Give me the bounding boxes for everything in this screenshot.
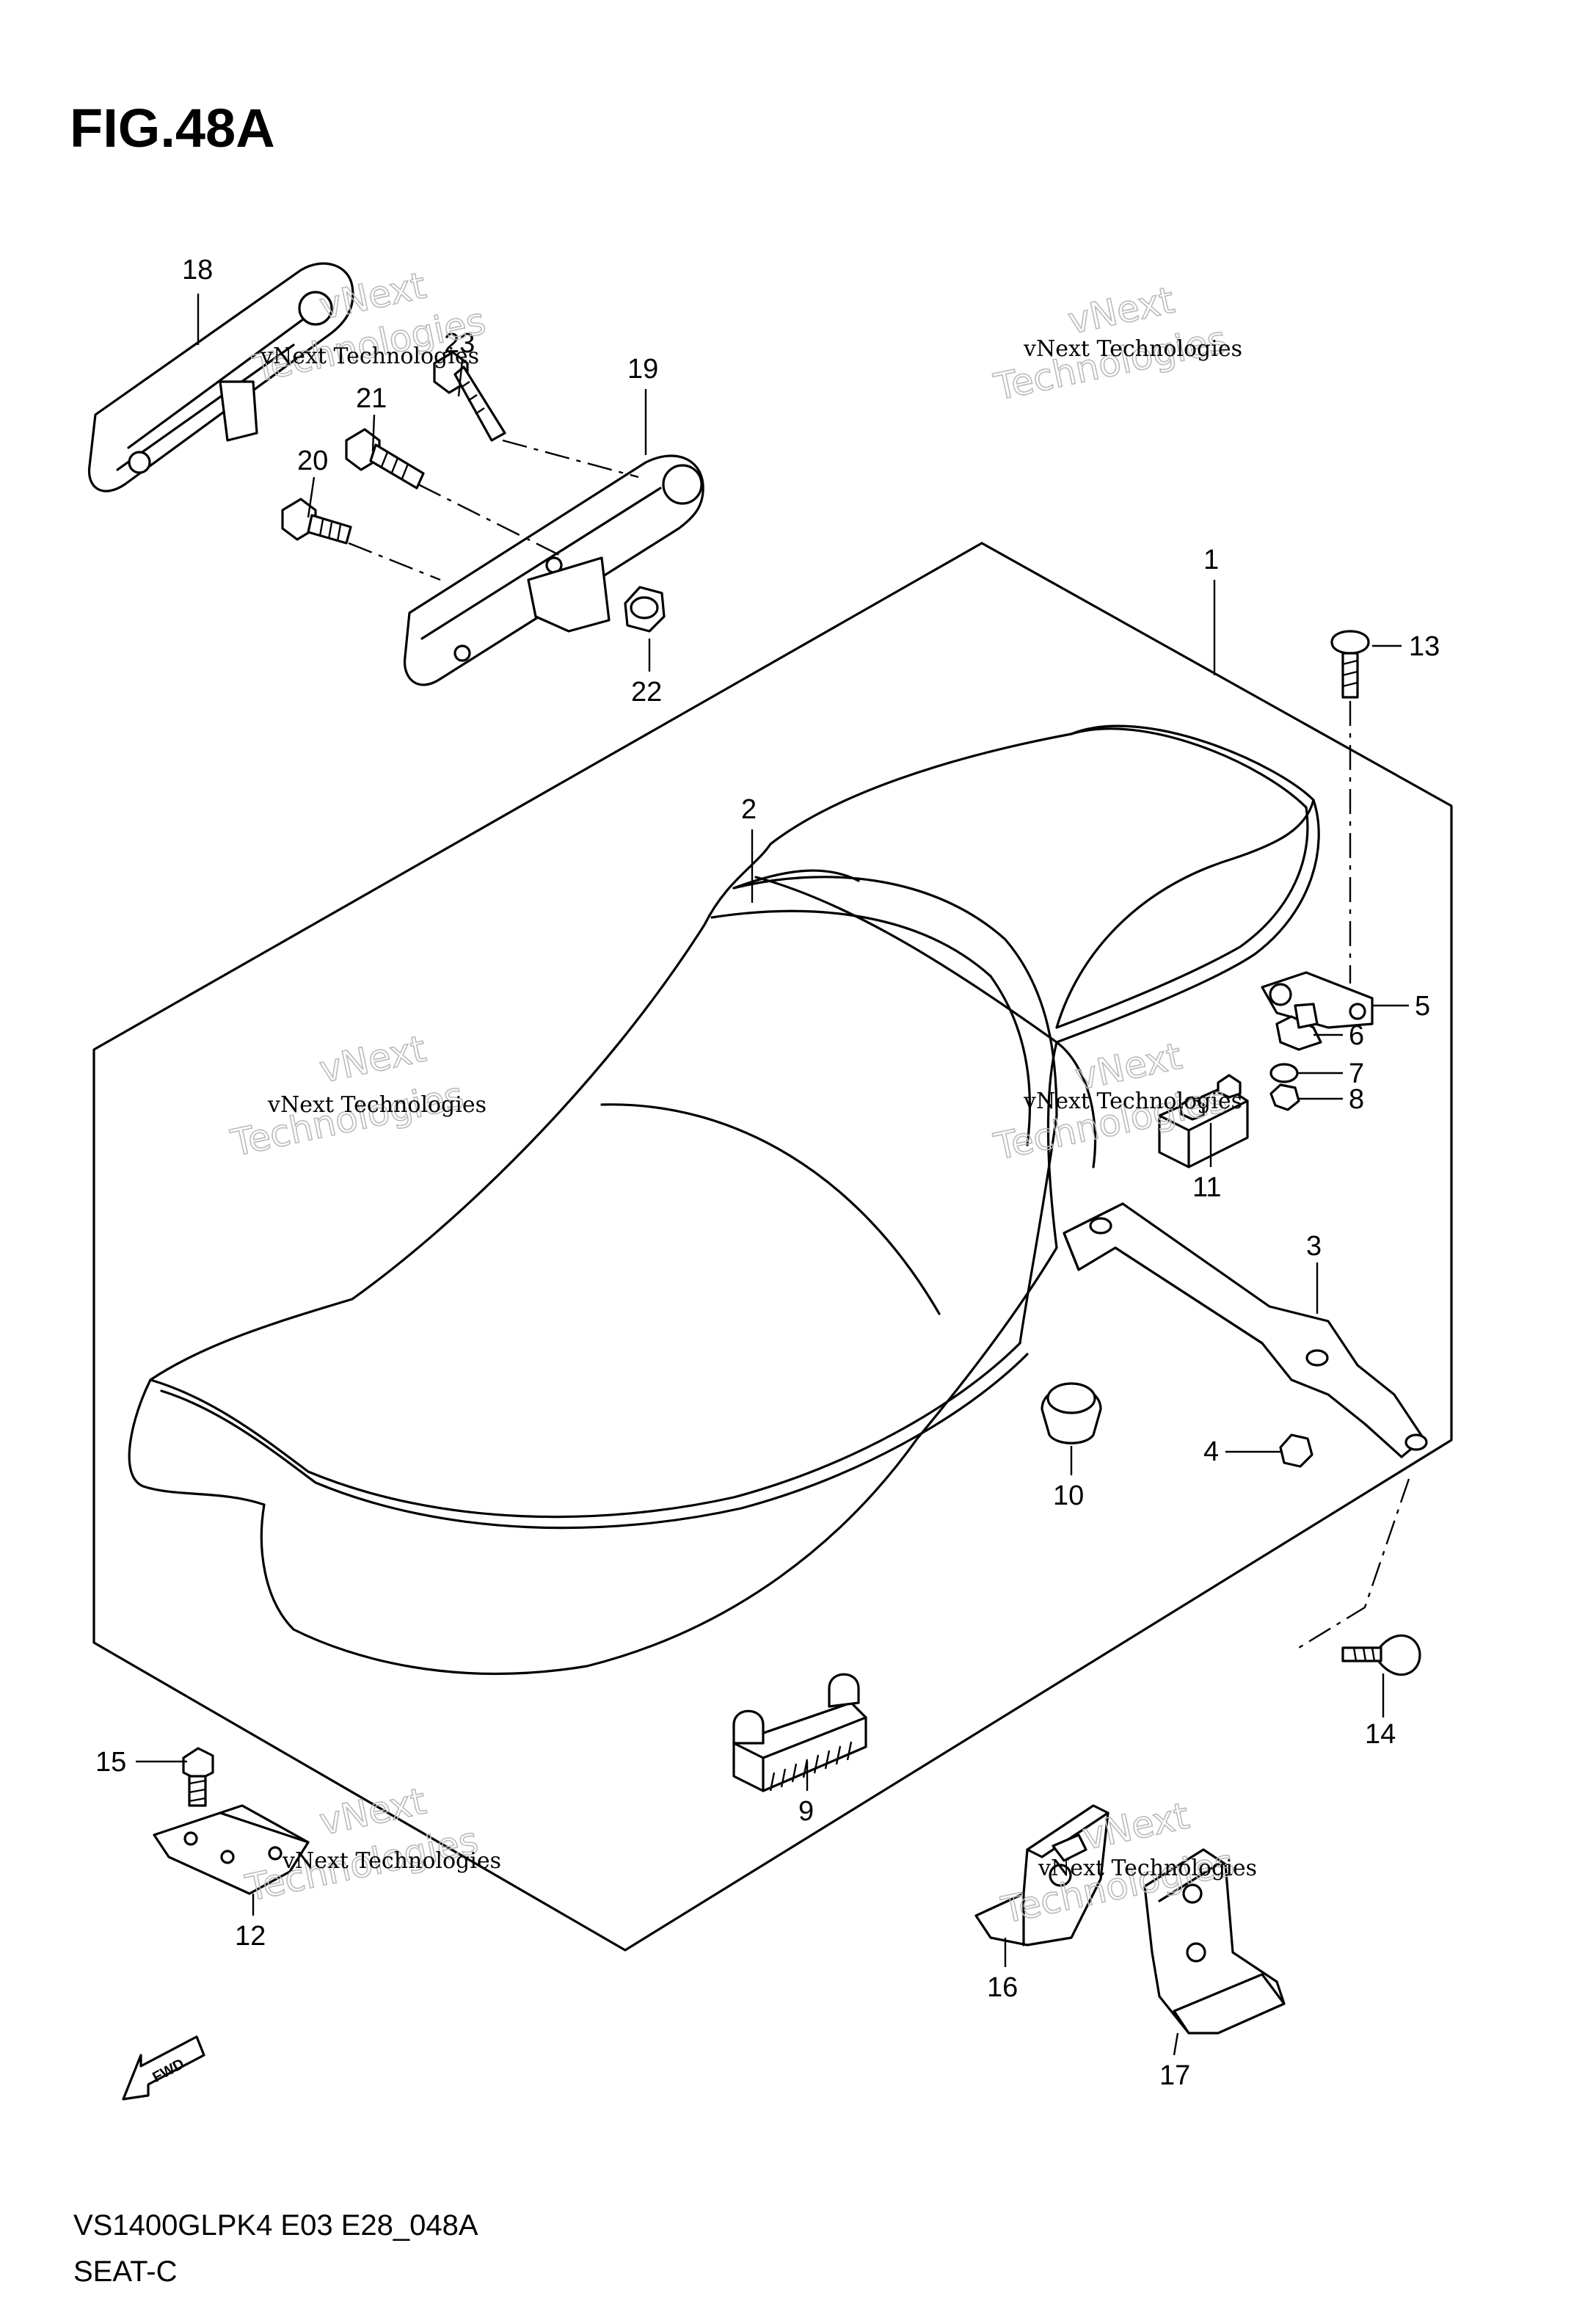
watermark-3: vNext Technologies vNext Technologies <box>227 1027 487 1166</box>
bolt-21 <box>345 428 425 490</box>
svg-text:vNext: vNext <box>316 1028 429 1091</box>
callout-6: 6 <box>1349 1020 1364 1051</box>
cushion-11 <box>1158 1074 1249 1168</box>
callout-11: 11 <box>1192 1172 1221 1203</box>
nut-4 <box>1279 1433 1313 1468</box>
bracket-16 <box>974 1804 1109 1946</box>
grab-bar-19 <box>403 454 704 686</box>
watermark-2: vNext Technologies vNext Technologies <box>990 278 1242 410</box>
callout-15: 15 <box>95 1747 126 1778</box>
pad-9 <box>732 1673 867 1792</box>
plate-12 <box>153 1804 310 1895</box>
nut-22 <box>624 586 666 633</box>
clip-5 <box>1261 971 1374 1029</box>
callout-3: 3 <box>1306 1231 1322 1262</box>
callout-13: 13 <box>1409 631 1440 662</box>
bracket-3 <box>1063 1202 1428 1458</box>
svg-text:vNext: vNext <box>1079 1795 1192 1858</box>
svg-text:vNext Technologies: vNext Technologies <box>1023 1088 1242 1114</box>
model-code: VS1400GLPK4 E03 E28_048A <box>73 2209 478 2242</box>
callout-9: 9 <box>798 1796 814 1827</box>
callout-2: 2 <box>741 794 757 825</box>
svg-text:vNext Technologies: vNext Technologies <box>267 1092 487 1118</box>
seat-assembly <box>128 724 1320 1676</box>
callout-14: 14 <box>1365 1719 1396 1750</box>
leader-lines <box>136 294 1409 2056</box>
callout-10: 10 <box>1053 1480 1084 1511</box>
screw-13 <box>1330 630 1370 984</box>
bracket-17 <box>1143 1848 1286 2035</box>
guide-line-20 <box>348 542 441 581</box>
callout-22: 22 <box>631 677 662 708</box>
callout-8: 8 <box>1349 1084 1364 1115</box>
guide-line-21 <box>418 483 566 559</box>
callout-5: 5 <box>1415 991 1430 1022</box>
bolt-15 <box>182 1747 214 1807</box>
callout-7: 7 <box>1349 1058 1364 1089</box>
clip-6 <box>1275 1003 1322 1051</box>
svg-text:vNext Technologies: vNext Technologies <box>1023 336 1242 362</box>
fwd-arrow-icon: FWD <box>122 2035 205 2101</box>
callout-1: 1 <box>1203 545 1219 575</box>
figure-title: FIG.48A <box>70 98 275 159</box>
callout-23: 23 <box>444 328 475 359</box>
svg-text:vNext Technologies: vNext Technologies <box>260 343 479 369</box>
grommet-10 <box>1041 1382 1102 1444</box>
grab-bar-18 <box>87 262 354 492</box>
section-name: SEAT-C <box>73 2255 178 2288</box>
callout-18: 18 <box>182 255 213 286</box>
callout-4: 4 <box>1203 1436 1219 1467</box>
callout-12: 12 <box>235 1921 266 1952</box>
callout-20: 20 <box>297 446 328 476</box>
washer-7 <box>1269 1063 1299 1083</box>
assembly-outline <box>92 542 1453 1952</box>
svg-text:vNext Technologies: vNext Technologies <box>1038 1855 1257 1881</box>
svg-text:Technologies: Technologies <box>227 1074 467 1165</box>
callout-21: 21 <box>356 383 387 414</box>
guide-line-23 <box>502 439 639 479</box>
screw-14 <box>1298 1478 1421 1676</box>
svg-text:vNext Technologies: vNext Technologies <box>282 1848 501 1874</box>
callout-16: 16 <box>987 1972 1018 2003</box>
callout-19: 19 <box>627 354 658 385</box>
bolt-20 <box>281 498 352 545</box>
callout-17: 17 <box>1159 2060 1190 2091</box>
nut-8 <box>1269 1083 1300 1111</box>
